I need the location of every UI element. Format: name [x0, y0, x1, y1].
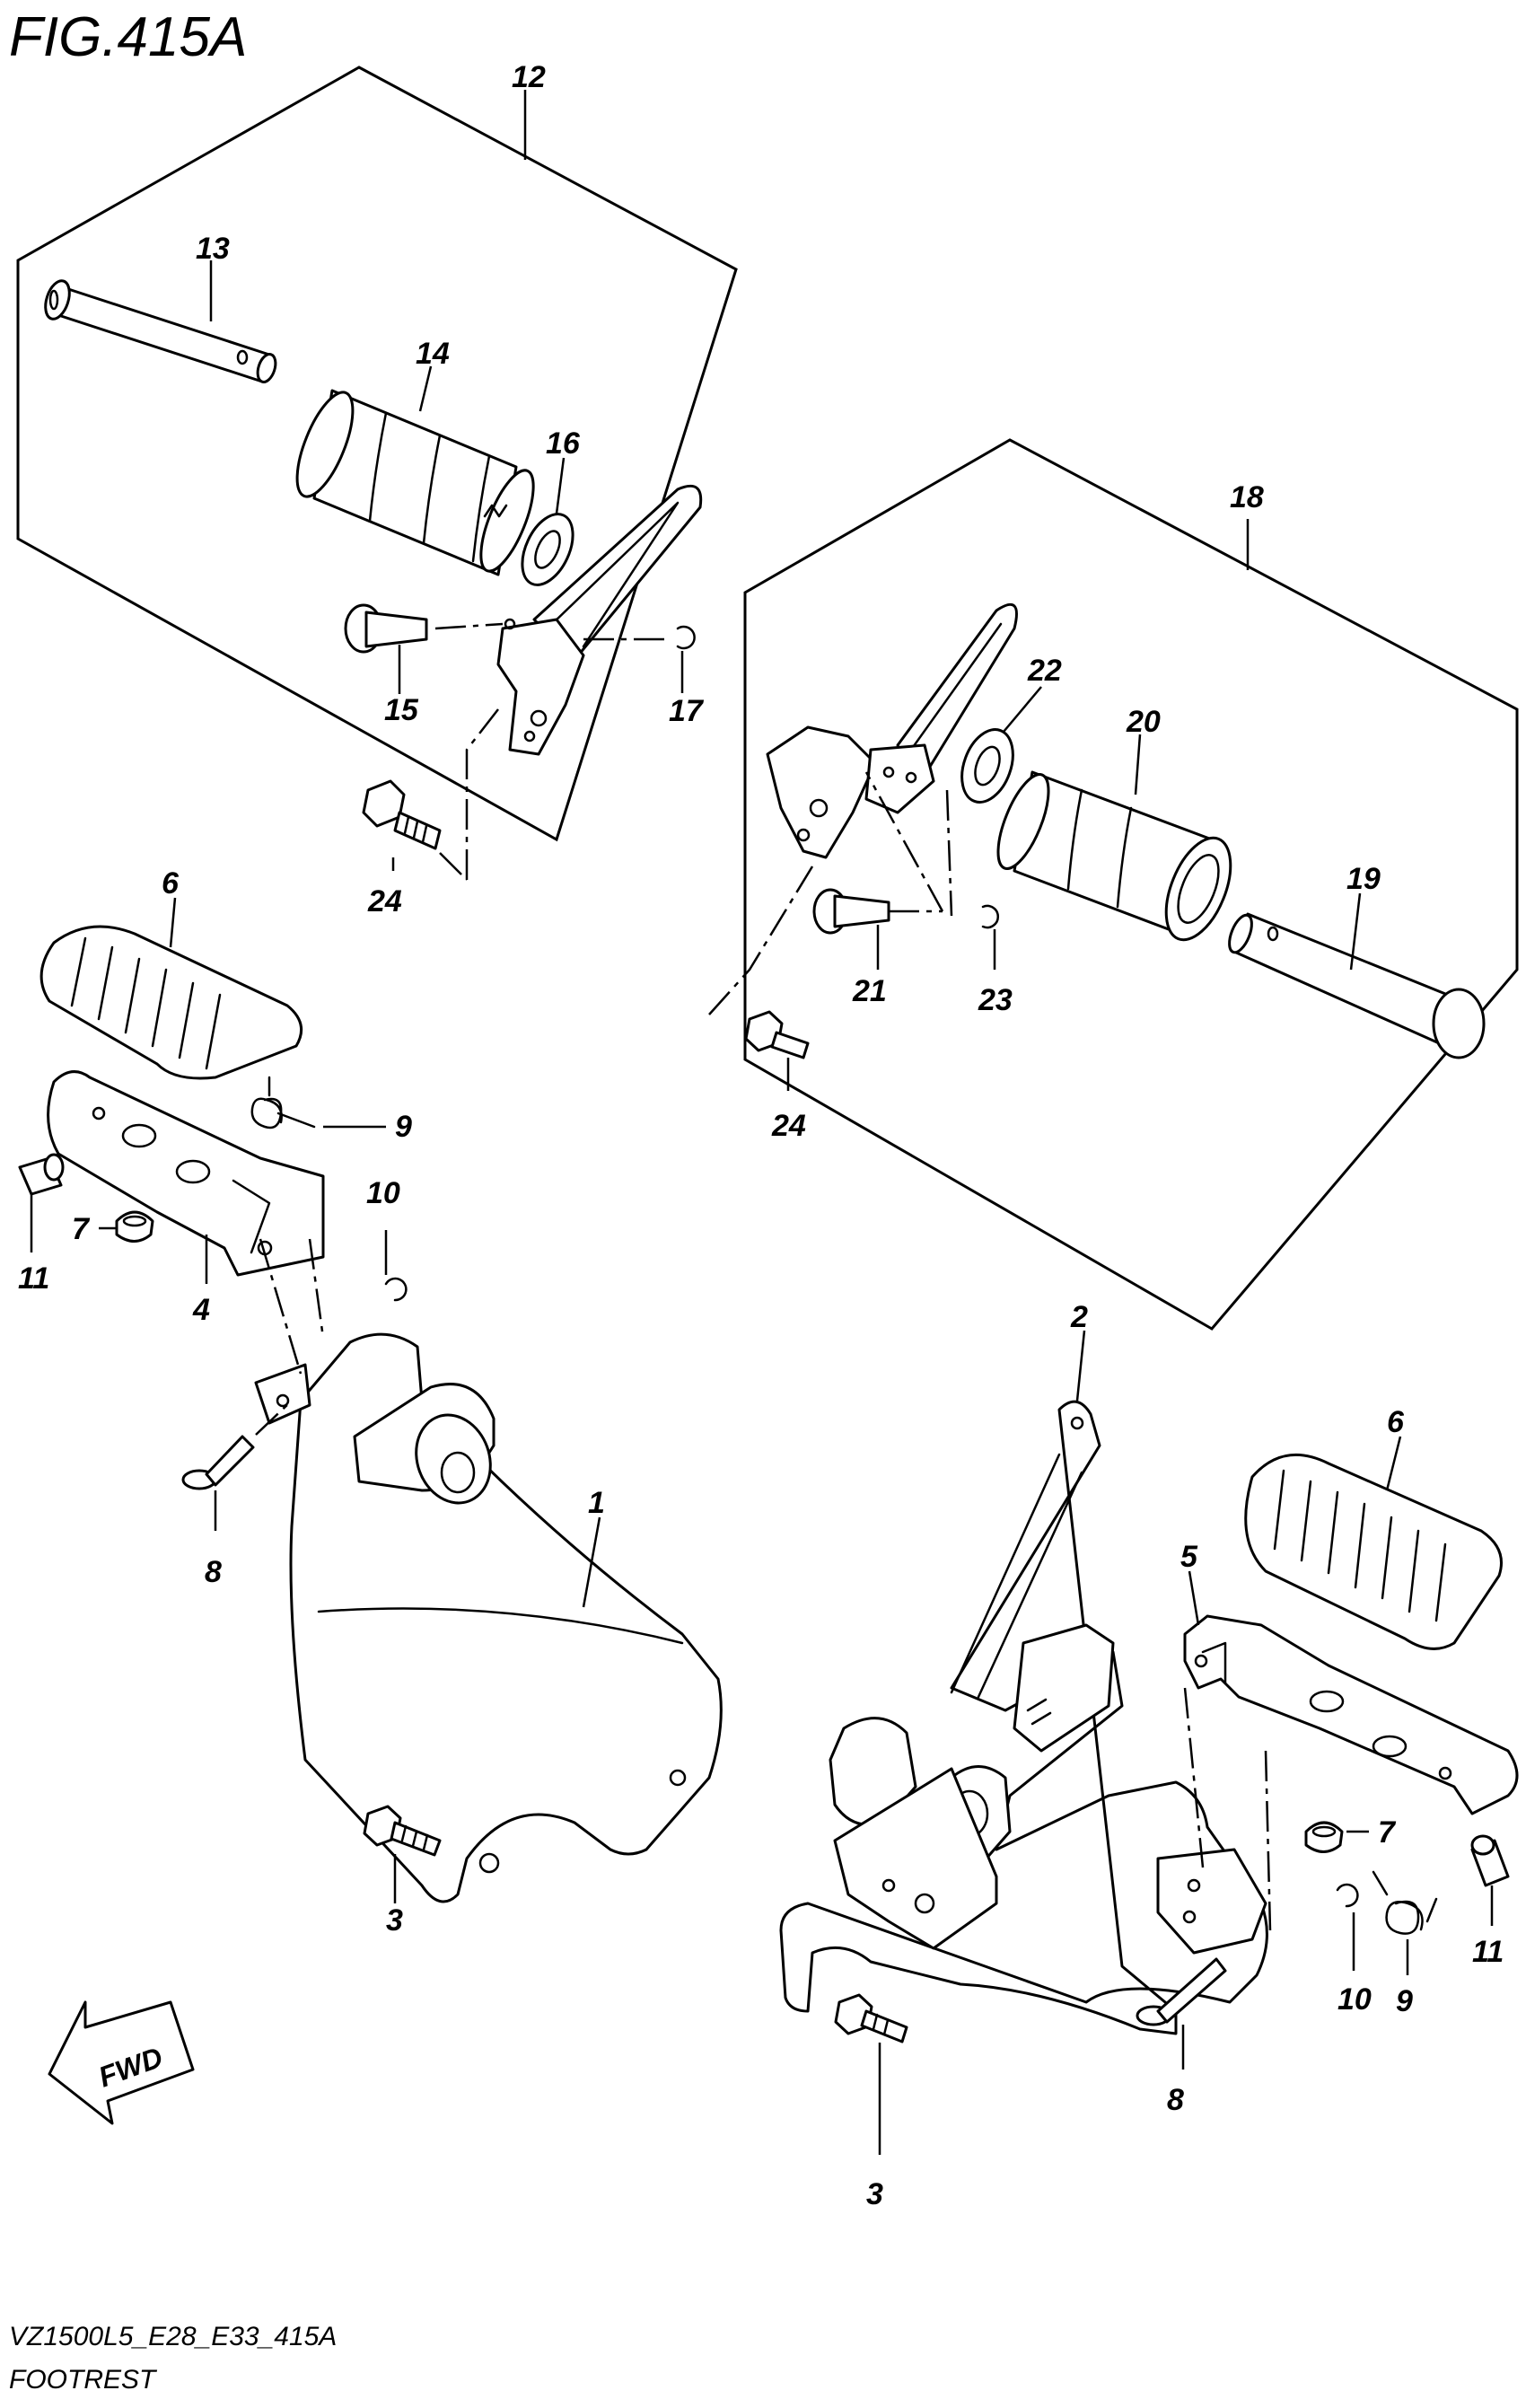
spring-9a [250, 1076, 316, 1129]
callout-6a: 6 [162, 866, 180, 901]
rubber-pad-6b [1244, 1453, 1503, 1650]
callout-1: 1 [588, 1486, 605, 1520]
right-footrest-group: 2 5 6 7 1 [779, 1300, 1519, 2211]
callout-13: 13 [196, 232, 230, 266]
assembly-12-outline [16, 66, 738, 842]
leader-19 [1349, 892, 1362, 971]
footrest-5 [1183, 1614, 1519, 1931]
bracket-2 [779, 1400, 1268, 2035]
callout-6b: 6 [1387, 1405, 1405, 1439]
assembly-12-group: 12 13 14 16 [16, 60, 738, 918]
leader-14 [418, 365, 433, 412]
clip-10a [384, 1277, 408, 1302]
leader-6b [1385, 1436, 1402, 1491]
nut-7b [1304, 1821, 1344, 1853]
stopper-11a [18, 1153, 65, 1196]
leader-5 [1188, 1570, 1200, 1626]
pin-8b [1136, 1957, 1227, 2026]
callout-14: 14 [416, 337, 450, 371]
fwd-arrow-icon: FWD [48, 2000, 195, 2125]
callout-3a: 3 [386, 1903, 403, 1938]
leader-6a [169, 897, 177, 948]
leader-20 [1134, 734, 1142, 795]
callout-11a: 11 [18, 1261, 49, 1296]
bracket-12 [496, 484, 703, 756]
bracket-18 [766, 602, 1018, 859]
pin-8a [181, 1400, 293, 1490]
roller-20 [996, 770, 1232, 942]
callout-8b: 8 [1167, 2083, 1184, 2117]
washer-16 [521, 513, 574, 586]
figure-title: FIG.415A [9, 6, 247, 68]
bracket-1 [254, 1238, 723, 1903]
bolt-3b [834, 1993, 908, 2043]
callout-9b: 9 [1396, 1984, 1413, 2018]
callout-3b: 3 [866, 2177, 883, 2211]
washer-22 [960, 728, 1014, 804]
leader-2 [1075, 1330, 1086, 1402]
callout-7b: 7 [1378, 1815, 1397, 1850]
callout-19: 19 [1346, 862, 1381, 896]
callout-24a: 24 [367, 884, 402, 918]
clip-23 [945, 789, 999, 929]
callout-9a: 9 [395, 1110, 412, 1144]
model-code: VZ1500L5_E28_E33_415A [9, 2322, 337, 2351]
callout-18: 18 [1230, 480, 1264, 514]
pin-19 [1228, 912, 1486, 1059]
callout-17: 17 [669, 694, 705, 728]
callout-15: 15 [384, 693, 419, 727]
callout-10a: 10 [366, 1176, 400, 1210]
callout-24b: 24 [771, 1109, 806, 1143]
roller-14 [295, 389, 535, 576]
clip-10b [1336, 1883, 1359, 1908]
callout-4: 4 [192, 1293, 210, 1327]
pin-13 [44, 279, 277, 383]
callout-8a: 8 [205, 1555, 222, 1589]
callout-22: 22 [1027, 654, 1062, 688]
callout-10b: 10 [1337, 1982, 1372, 2017]
bolt-3a [363, 1805, 442, 1857]
spring-9b [1372, 1870, 1438, 1935]
stopper-11b [1470, 1834, 1510, 1887]
figure-name: FOOTREST [9, 2365, 158, 2395]
callout-2: 2 [1070, 1300, 1088, 1334]
callout-7a: 7 [72, 1212, 91, 1246]
assembly-18-outline [743, 438, 1519, 1331]
rubber-pad-6a [39, 925, 303, 1080]
bolt-24a [362, 708, 499, 881]
footrest-4 [47, 1070, 325, 1277]
clip-17 [583, 625, 696, 650]
callout-16: 16 [546, 426, 581, 461]
callout-21: 21 [852, 974, 887, 1008]
leader-22 [1003, 686, 1042, 733]
callout-5: 5 [1180, 1540, 1198, 1574]
left-footrest-group: 6 4 9 11 [18, 866, 723, 1938]
clevis-pin-15 [344, 603, 504, 654]
nut-7a [115, 1210, 154, 1243]
callout-11b: 11 [1472, 1935, 1504, 1969]
callout-20: 20 [1126, 705, 1161, 739]
assembly-18-group: 18 22 20 [708, 438, 1519, 1331]
callout-23: 23 [978, 983, 1013, 1017]
bolt-24b [708, 866, 814, 1059]
clevis-pin-21 [812, 771, 944, 935]
callout-12: 12 [512, 60, 546, 94]
leader-1 [582, 1516, 601, 1608]
leader-16 [555, 457, 566, 514]
